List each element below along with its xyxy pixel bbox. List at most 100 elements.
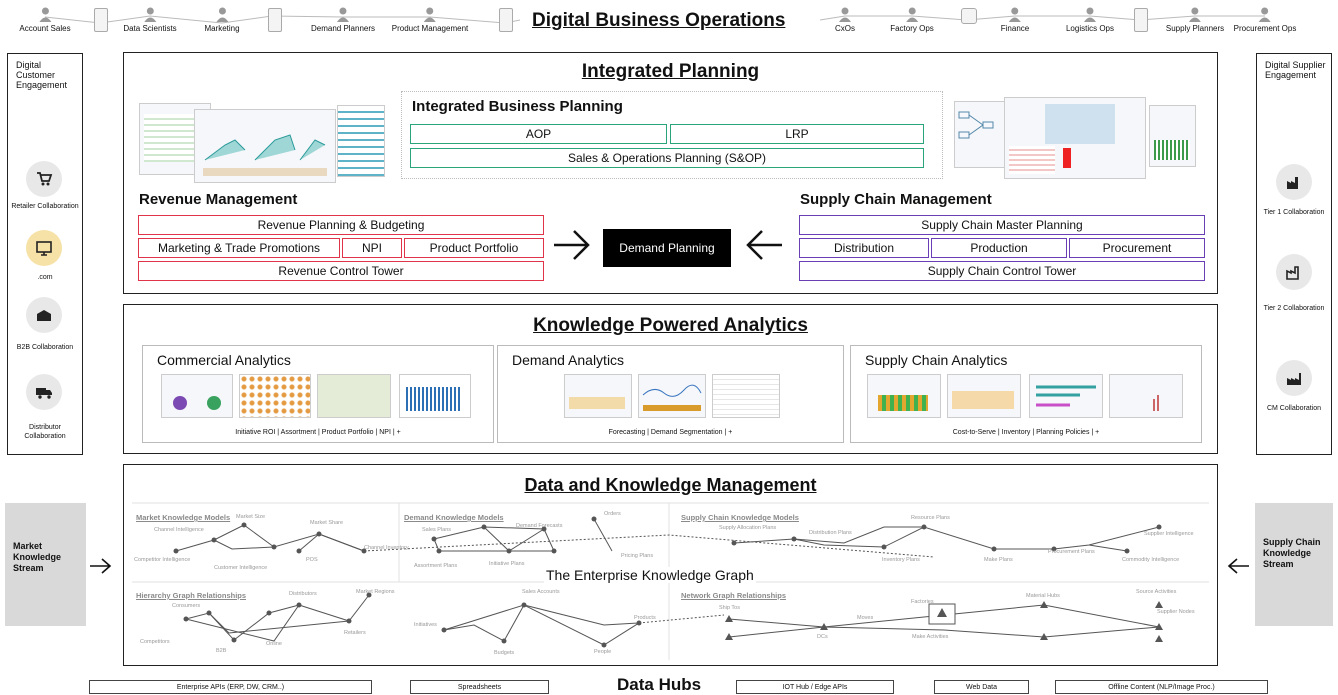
graph-node-label: Pricing Plans xyxy=(621,553,654,559)
hub-enterprise-apis[interactable]: Enterprise APIs (ERP, DW, CRM..) xyxy=(89,680,372,694)
graph-node-label: Products xyxy=(634,615,656,621)
flow-thumbnail xyxy=(954,101,1006,168)
graph-node-label: People xyxy=(594,649,612,655)
npi-box[interactable]: NPI xyxy=(342,238,402,258)
revenue-control-tower-box[interactable]: Revenue Control Tower xyxy=(138,261,544,281)
phone-icon xyxy=(1134,8,1148,32)
revenue-budgeting-box[interactable]: Revenue Planning & Budgeting xyxy=(138,215,544,235)
graph-node-label: Initiative Plans xyxy=(489,561,525,567)
integrated-planning-title: Integrated Planning xyxy=(581,61,760,82)
sop-box[interactable]: Sales & Operations Planning (S&OP) xyxy=(410,148,924,168)
graph-node-label: Supplier Nodes xyxy=(1157,609,1195,615)
person-icon xyxy=(1188,7,1201,22)
persona-right-2: Finance xyxy=(1001,6,1029,33)
supplier-engagement-panel: Digital Supplier Engagement Tier 1 Colla… xyxy=(1256,53,1332,455)
graph-node-label: Distributors xyxy=(289,591,317,597)
line-thumbnail xyxy=(564,374,632,418)
dotcom-label: .com xyxy=(37,274,53,281)
supply-models-label: Supply Chain Knowledge Models xyxy=(681,513,799,522)
tablet-icon xyxy=(94,8,108,32)
distribution-box[interactable]: Distribution xyxy=(799,238,929,258)
scatter-thumbnail xyxy=(1109,374,1183,418)
arrow-left-icon xyxy=(1227,558,1249,574)
gantt-thumbnail xyxy=(1029,374,1103,418)
hub-offline-content[interactable]: Offline Content (NLP/Image Proc.) xyxy=(1055,680,1268,694)
tier1-collaboration-label: Tier 1 Collaboration xyxy=(1263,209,1325,216)
graph-node-label: Orders xyxy=(604,511,621,517)
commercial-analytics-foot: Initiative ROI | Assortment | Product Po… xyxy=(235,429,401,436)
demand-analytics-card[interactable]: Demand Analytics Forecasting | Demand Se… xyxy=(497,345,844,443)
aop-box[interactable]: AOP xyxy=(410,124,667,144)
market-knowledge-stream: Market Knowledge Stream xyxy=(5,503,86,626)
hub-iot[interactable]: IOT Hub / Edge APIs xyxy=(736,680,894,694)
graph-node-label: Factories xyxy=(911,599,934,605)
graph-node-label: Resource Plans xyxy=(911,515,950,521)
b2b-collaboration-label: B2B Collaboration xyxy=(16,344,74,351)
page-title: Digital Business Operations xyxy=(532,10,786,31)
web-store-icon xyxy=(26,230,62,266)
commercial-analytics-card[interactable]: Commercial Analytics Initiative ROI | As… xyxy=(142,345,494,443)
graph-node-label: Sales Plans xyxy=(422,527,452,533)
trade-promotions-box[interactable]: Marketing & Trade Promotions xyxy=(138,238,340,258)
arrow-right-icon xyxy=(554,230,590,260)
knowledge-graph xyxy=(132,502,1209,660)
graph-node-label: Make Activities xyxy=(912,634,949,640)
persona-right-3: Logistics Ops xyxy=(1066,6,1114,33)
map-thumbnail xyxy=(1004,97,1146,179)
factory-icon xyxy=(1276,360,1312,396)
demand-planning-box[interactable]: Demand Planning xyxy=(603,229,731,267)
lrp-box[interactable]: LRP xyxy=(670,124,924,144)
graph-node-label: Online xyxy=(266,641,282,647)
graph-node-label: Distribution Plans xyxy=(809,530,852,536)
cm-collaboration-label: CM Collaboration xyxy=(1266,405,1322,412)
person-icon xyxy=(1009,7,1021,22)
ibp-frame: Integrated Business Planning AOP LRP Sal… xyxy=(401,91,943,179)
network-label: Network Graph Relationships xyxy=(681,591,787,600)
hierarchy-label: Hierarchy Graph Relationships xyxy=(136,591,247,600)
production-box[interactable]: Production xyxy=(931,238,1067,258)
graph-node-label: Supply Allocation Plans xyxy=(719,525,777,531)
procurement-box[interactable]: Procurement xyxy=(1069,238,1205,258)
graph-node-label: Sales Accounts xyxy=(522,589,560,595)
graph-node-label: Consumers xyxy=(172,603,201,609)
person-icon xyxy=(38,7,51,22)
hub-spreadsheets[interactable]: Spreadsheets xyxy=(410,680,549,694)
supply-master-planning-box[interactable]: Supply Chain Master Planning xyxy=(799,215,1205,235)
b2b-building-icon xyxy=(26,297,62,333)
graph-node-label: Market Regions xyxy=(356,589,395,595)
market-models-label: Market Knowledge Models xyxy=(136,513,231,522)
supply-control-tower-box[interactable]: Supply Chain Control Tower xyxy=(799,261,1205,281)
analytics-title: Knowledge Powered Analytics xyxy=(533,315,808,336)
phone-icon xyxy=(499,8,513,32)
product-portfolio-box[interactable]: Product Portfolio xyxy=(404,238,544,258)
persona-right-5: Procurement Ops xyxy=(1234,6,1296,33)
pie-thumbnail xyxy=(161,374,233,418)
enterprise-knowledge-graph-label: The Enterprise Knowledge Graph xyxy=(544,567,756,583)
revenue-management-title: Revenue Management xyxy=(139,191,298,208)
person-icon xyxy=(905,7,918,22)
supply-analytics-foot: Cost-to-Serve | Inventory | Planning Pol… xyxy=(952,429,1100,436)
persona-right-4: Supply Planners xyxy=(1166,6,1224,33)
bars-thumbnail xyxy=(399,374,471,418)
graph-node-label: Ship Tos xyxy=(719,605,740,611)
customer-engagement-panel: Digital Customer Engagement Retailer Col… xyxy=(7,53,83,455)
heatmap-thumbnail xyxy=(239,374,311,418)
person-icon xyxy=(1084,7,1096,22)
graph-node-label: Make Plans xyxy=(984,557,1013,563)
person-icon xyxy=(336,7,349,22)
bars-thumbnail xyxy=(867,374,941,418)
supplier-engagement-title: Digital Supplier Engagement xyxy=(1265,60,1326,80)
map-thumbnail xyxy=(317,374,391,418)
commercial-analytics-title: Commercial Analytics xyxy=(157,352,291,368)
supply-analytics-card[interactable]: Supply Chain Analytics Cost-to-Serve | I… xyxy=(850,345,1202,443)
arrow-right-icon xyxy=(90,558,112,574)
person-icon xyxy=(216,7,228,22)
supply-analytics-title: Supply Chain Analytics xyxy=(865,352,1008,368)
persona-left-0: Account Sales xyxy=(19,6,71,33)
dkm-title: Data and Knowledge Management xyxy=(524,475,817,495)
graph-node-label: Budgets xyxy=(494,650,515,656)
hub-web-data[interactable]: Web Data xyxy=(934,680,1029,694)
persona-left-4: Product Management xyxy=(392,6,468,33)
persona-left-1: Data Scientists xyxy=(123,6,177,33)
persona-right-0: CxOs xyxy=(835,6,855,33)
